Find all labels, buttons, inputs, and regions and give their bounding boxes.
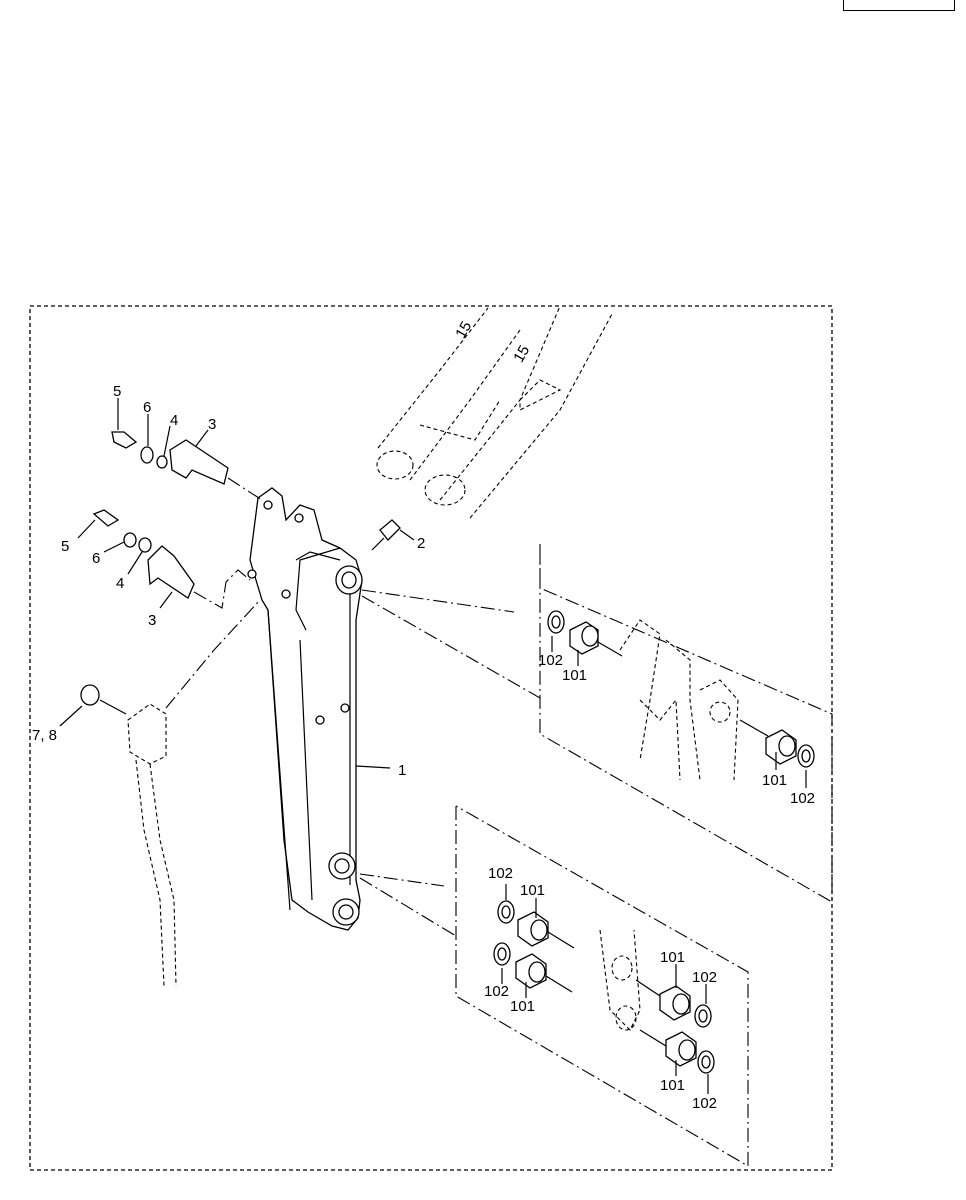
callout-1: 1 bbox=[398, 762, 406, 779]
phantom-mark-2: 15 bbox=[510, 343, 533, 366]
callout-102: 102 bbox=[692, 969, 717, 986]
callout-4-lower: 4 bbox=[116, 575, 124, 592]
callout-102: 102 bbox=[488, 865, 513, 882]
callout-6-upper: 6 bbox=[143, 399, 151, 416]
phantom-boom: 15 15 bbox=[376, 305, 613, 519]
callout-101: 101 bbox=[562, 667, 587, 684]
callout-4-upper: 4 bbox=[170, 412, 178, 429]
callout-5-lower: 5 bbox=[61, 538, 69, 555]
callout-101: 101 bbox=[520, 882, 545, 899]
phantom-mark-1: 15 bbox=[452, 319, 475, 342]
callout-102: 102 bbox=[692, 1095, 717, 1112]
callout-leaders bbox=[501, 636, 807, 1094]
callout-102: 102 bbox=[790, 790, 815, 807]
header-tag-box bbox=[843, 0, 955, 11]
callout-labels: 1 2 3 3 4 4 5 5 6 6 7, 8 102 101 101 102… bbox=[32, 383, 815, 1112]
grease-fitting-2 bbox=[371, 519, 415, 551]
callout-3-lower: 3 bbox=[148, 612, 156, 629]
callout-7-8: 7, 8 bbox=[32, 727, 57, 744]
callout-101: 101 bbox=[510, 998, 535, 1015]
upper-pin-set bbox=[111, 398, 263, 501]
lower-pin-set bbox=[77, 509, 251, 609]
callout-102: 102 bbox=[538, 652, 563, 669]
callout-6-lower: 6 bbox=[92, 550, 100, 567]
callout-102: 102 bbox=[484, 983, 509, 1000]
lower-detail-box bbox=[359, 805, 749, 1167]
callout-101: 101 bbox=[660, 1077, 685, 1094]
callout-101: 101 bbox=[762, 772, 787, 789]
arm-part-1 bbox=[247, 487, 391, 931]
callout-101: 101 bbox=[660, 949, 685, 966]
diagram-frame bbox=[29, 305, 833, 1171]
callout-5-upper: 5 bbox=[113, 383, 121, 400]
callout-2: 2 bbox=[417, 535, 425, 552]
hose-part-7-8 bbox=[59, 599, 261, 987]
callout-3-upper: 3 bbox=[208, 416, 216, 433]
upper-detail-box bbox=[361, 544, 833, 903]
